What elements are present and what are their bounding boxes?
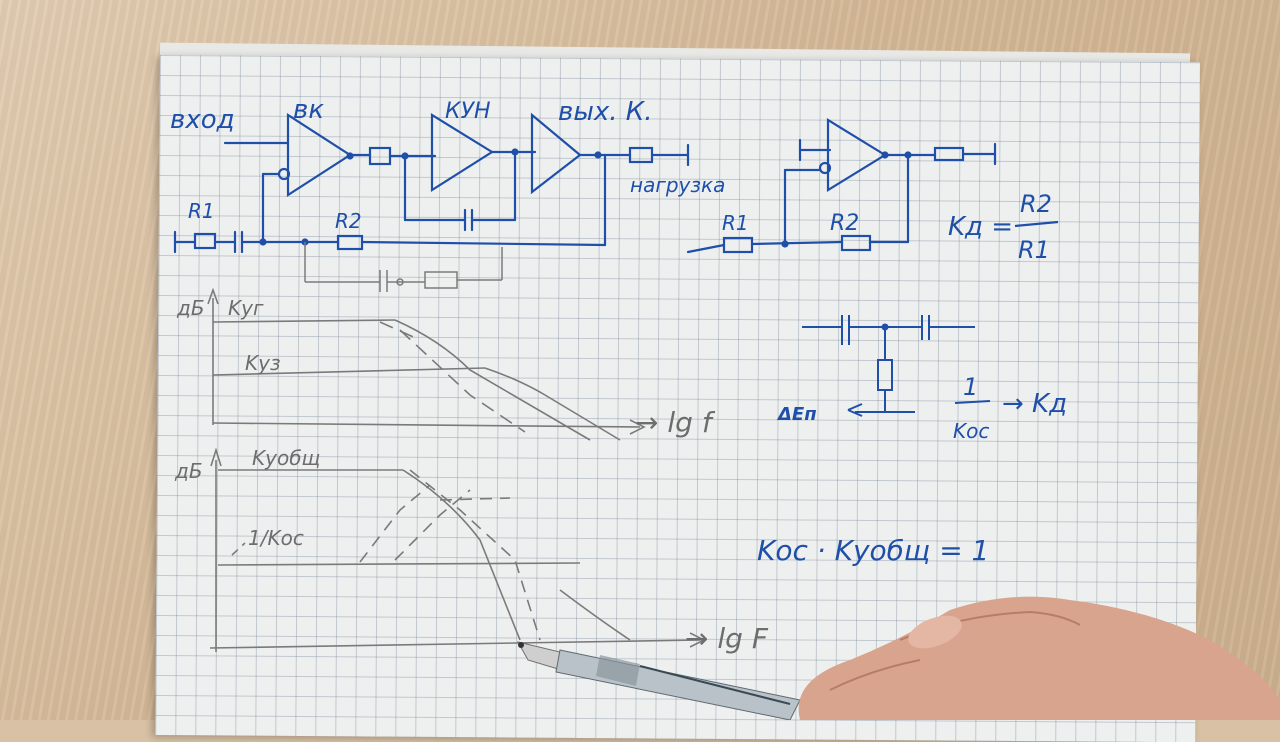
r1-left-label: R1 — [188, 199, 215, 223]
left-schematic-pencil — [304, 242, 503, 292]
gain-numerator: R2 — [1020, 190, 1052, 218]
voltage-amp-label: КУН — [445, 99, 491, 124]
load-label: нагрузка — [630, 173, 725, 197]
input-stage-label: вк — [293, 95, 324, 125]
top-plot-x-axis-label: → lg f — [635, 406, 716, 439]
right-schematic — [686, 118, 997, 254]
arrow-kd-label: → Kд — [1002, 389, 1067, 419]
bottom-plot-inv-label: 1/Kос — [248, 526, 304, 550]
r2-left-label: R2 — [335, 209, 362, 233]
handwritten-drawing: вход вк КУН вых. К. нагрузка R1 R2 R1 R2… — [170, 95, 1280, 720]
top-plot-y-axis-label: дБ — [176, 296, 205, 320]
delta-e-label: ΔEп — [776, 404, 817, 425]
input-label: вход — [170, 105, 235, 135]
r2-right-label: R2 — [830, 211, 859, 236]
inv-k-numerator: 1 — [963, 373, 978, 401]
loop-equation: Kос · Kуобщ = 1 — [757, 534, 989, 567]
gain-denominator: R1 — [1018, 236, 1050, 264]
bottom-plot-x-axis-label: → lg F — [685, 622, 769, 655]
gain-formula-lhs: Kд = — [948, 212, 1013, 242]
bottom-plot-k-label: Kуобщ — [252, 446, 320, 470]
gain-fraction-bar — [1014, 220, 1059, 228]
top-plot-k2-label: Kуз — [245, 351, 281, 375]
supply-node-schematic — [802, 315, 975, 417]
bottom-plot-y-axis-label: дБ — [174, 459, 203, 483]
hand — [798, 596, 1280, 720]
bottom-bode-plot — [209, 447, 706, 652]
inv-k-fraction-bar — [954, 400, 991, 404]
top-bode-plot — [207, 287, 646, 441]
output-stage-label: вых. К. — [558, 97, 653, 127]
pen — [517, 641, 801, 720]
top-plot-k1-label: Kуг — [228, 296, 264, 320]
r1-right-label: R1 — [722, 211, 749, 235]
inv-k-denominator: Kос — [953, 419, 989, 443]
left-schematic — [173, 112, 690, 254]
